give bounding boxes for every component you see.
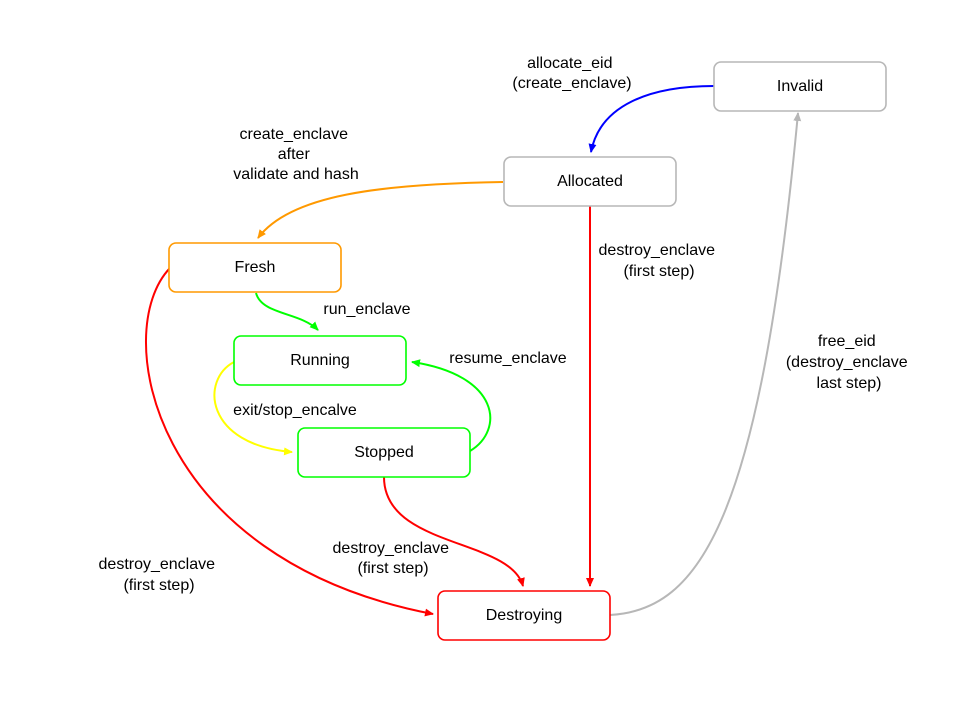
label-destroy-from-fresh-line-2: (first step) (123, 577, 194, 594)
state-invalid: Invalid (713, 61, 887, 112)
state-running-label: Running (290, 352, 350, 369)
label-free-eid-line-1: free_eid (818, 333, 876, 350)
label-allocate-eid-line-1: allocate_eid (527, 55, 612, 72)
label-free-eid: free_eid (destroy_enclave last step) (786, 333, 912, 392)
state-allocated: Allocated (503, 156, 677, 207)
label-allocate-eid: allocate_eid (create_enclave) (512, 55, 631, 92)
state-allocated-label: Allocated (557, 173, 623, 190)
label-destroy-from-stopped-line-2: (first step) (357, 560, 428, 577)
edge-exit-stop (213, 361, 293, 456)
state-invalid-label: Invalid (777, 78, 823, 95)
edge-resume-enclave (411, 359, 492, 452)
label-resume-enclave-line-1: resume_enclave (449, 350, 567, 367)
label-free-eid-line-2: (destroy_enclave (786, 354, 908, 371)
label-free-eid-line-3: last step) (817, 375, 882, 392)
label-create-enclave-line-2: after (278, 146, 311, 163)
label-destroy-from-fresh: destroy_enclave (first step) (99, 556, 220, 594)
state-destroying-label: Destroying (486, 607, 562, 624)
label-create-enclave-line-3: validate and hash (233, 166, 358, 183)
label-destroy-from-allocated-line-1: destroy_enclave (599, 242, 716, 259)
label-exit-stop-line-1: exit/stop_encalve (233, 402, 357, 419)
state-destroying: Destroying (437, 590, 611, 641)
edge-create-enclave (257, 181, 504, 239)
state-fresh-label: Fresh (235, 259, 276, 276)
edge-destroy-from-stopped (383, 476, 525, 587)
label-exit-stop: exit/stop_encalve (233, 402, 357, 419)
edge-free-eid (609, 112, 802, 616)
label-run-enclave: run_enclave (323, 301, 410, 318)
state-stopped: Stopped (297, 427, 471, 478)
label-destroy-from-stopped: destroy_enclave (first step) (333, 540, 454, 577)
label-create-enclave-line-1: create_enclave (240, 126, 349, 143)
label-run-enclave-line-1: run_enclave (323, 301, 410, 318)
label-destroy-from-fresh-line-1: destroy_enclave (99, 556, 216, 573)
state-running: Running (233, 335, 407, 386)
label-allocate-eid-line-2: (create_enclave) (512, 75, 631, 92)
label-destroy-from-allocated-line-2: (first step) (623, 263, 694, 280)
state-fresh: Fresh (168, 242, 342, 293)
state-stopped-label: Stopped (354, 444, 414, 461)
edge-run-enclave (255, 292, 319, 331)
label-resume-enclave: resume_enclave (449, 350, 567, 367)
edge-allocate-eid (588, 85, 715, 153)
label-destroy-from-allocated: destroy_enclave (first step) (599, 242, 720, 280)
edge-destroy-from-fresh (145, 267, 434, 617)
label-destroy-from-stopped-line-1: destroy_enclave (333, 540, 450, 557)
label-create-enclave: create_enclave after validate and hash (233, 126, 358, 183)
